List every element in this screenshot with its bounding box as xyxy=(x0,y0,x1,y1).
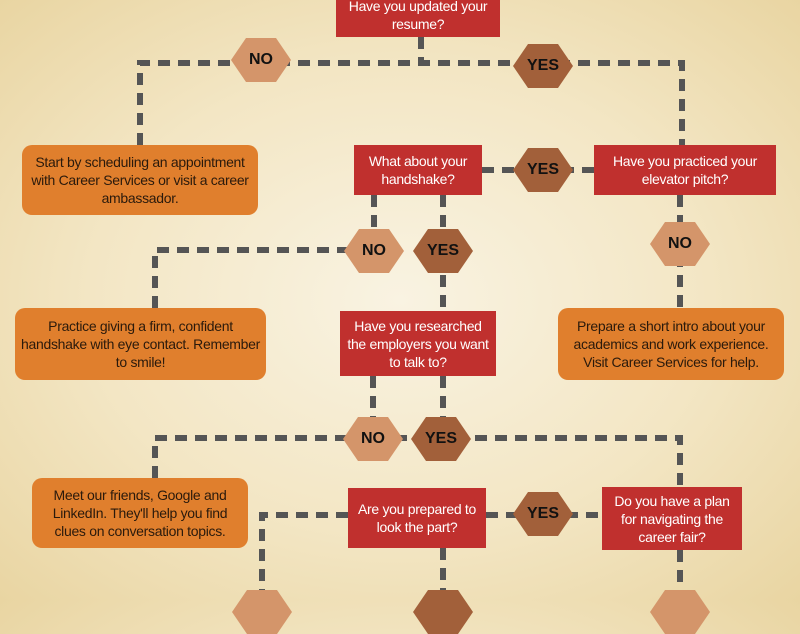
question-research: Have you researched the employers you wa… xyxy=(340,311,496,376)
advice-intro: Prepare a short intro about your academi… xyxy=(558,308,784,380)
question-handshake: What about your handshake? xyxy=(354,145,482,195)
yes-hex: YES xyxy=(411,417,471,461)
question-resume: Have you updated your resume? xyxy=(336,0,500,37)
question-plan: Do you have a plan for navigating the ca… xyxy=(602,487,742,550)
no-hex: NO xyxy=(343,417,403,461)
advice-research: Meet our friends, Google and LinkedIn. T… xyxy=(32,478,248,548)
question-look: Are you prepared to look the part? xyxy=(348,488,486,548)
advice-career-services: Start by scheduling an appointment with … xyxy=(22,145,258,215)
question-pitch: Have you practiced your elevator pitch? xyxy=(594,145,776,195)
advice-handshake: Practice giving a firm, confident handsh… xyxy=(15,308,266,380)
